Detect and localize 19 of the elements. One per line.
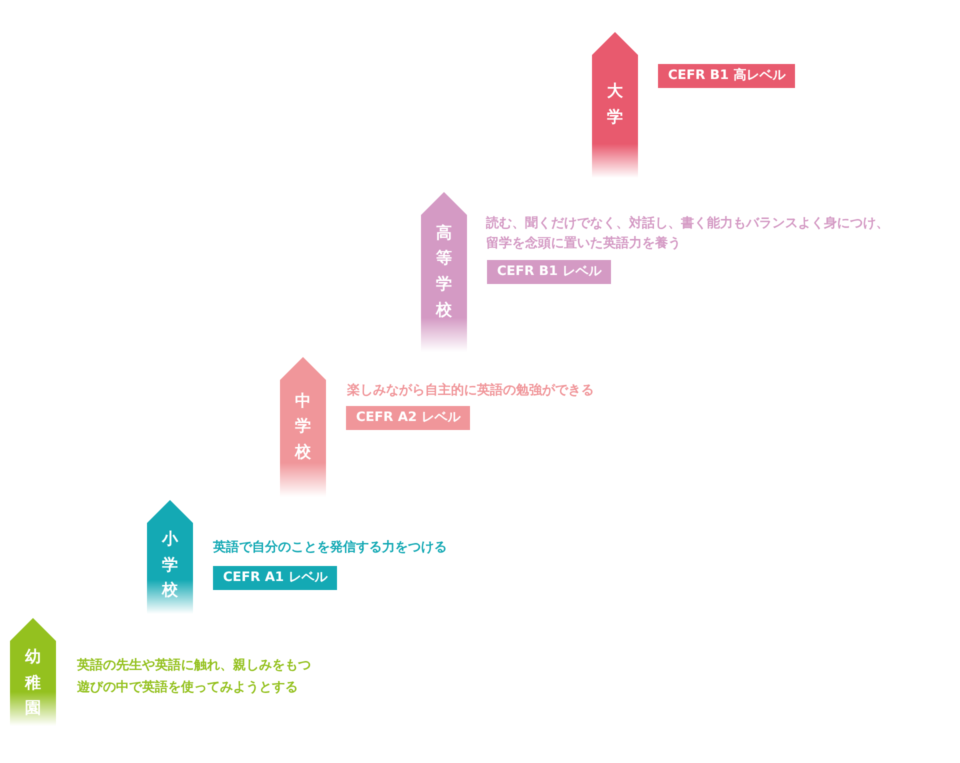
step-arrow [10,618,56,726]
step-arrow [421,192,467,352]
step-arrow [592,32,638,178]
description-text: 遊びの中で英語を使ってみようとする [77,679,299,697]
level-badge: CEFR B1 高レベル [658,64,796,88]
stage-label: 中学校 [295,390,311,463]
level-badge: CEFR B1 レベル [487,260,612,284]
level-badge: CEFR A1 レベル [213,566,338,590]
step-arrow [280,357,326,497]
stage-label: 大学 [607,80,623,128]
stage-label: 高等学校 [436,222,452,321]
description-text: 英語の先生や英語に触れ、親しみをもつ [77,656,312,675]
step-arrow [147,500,193,614]
stage-label: 小学校 [162,528,178,602]
description-text: 楽しみながら自主的に英語の勉強ができる [347,382,595,400]
stage-label: 幼稚園 [25,646,41,720]
level-badge: CEFR A2 レベル [346,406,470,430]
description-text: 英語で自分のことを発信する力をつける [213,539,448,557]
description-text: 読む、聞くだけでなく、対話し、書く能力もバランスよく身につけ、留学を念頭に置いた英語力を養う [486,214,890,253]
